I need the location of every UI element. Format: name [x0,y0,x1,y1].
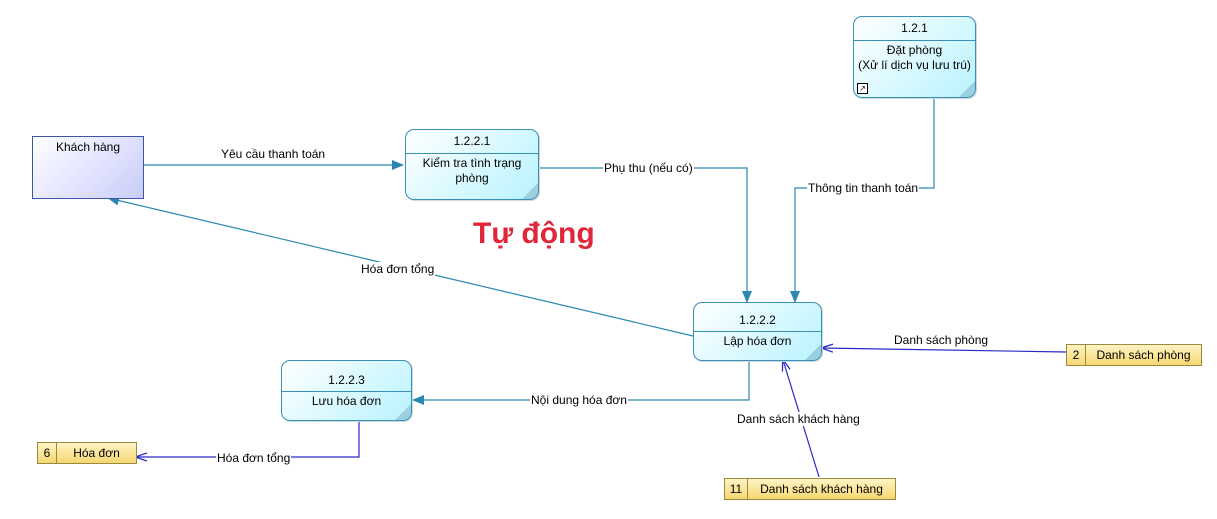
process-id: 1.2.2.2 [694,303,821,332]
data-store-hoa-don[interactable]: 6 Hóa đơn [37,442,137,464]
process-id: 1.2.2.1 [406,130,538,154]
process-corner [805,344,821,360]
flow-label-hoa-don-tong-1: Hóa đơn tổng [360,262,436,276]
flow-label-yeu-cau-thanh-toan: Yêu cầu thanh toán [220,147,327,161]
shortcut-icon: ↗ [857,83,868,94]
data-store-danh-sach-khach-hang[interactable]: 11 Danh sách khách hàng [724,478,896,500]
process-corner [522,183,538,199]
process-id: 1.2.1 [854,17,975,41]
process-id: 1.2.2.3 [282,361,411,392]
data-store-number: 11 [725,479,748,499]
diagram-title: Tự động [473,217,595,250]
external-entity-label: Khách hàng [55,140,121,154]
process-corner [395,404,411,420]
external-entity-khach-hang[interactable]: Khách hàng [32,136,144,199]
process-1-2-2-2[interactable]: 1.2.2.2 Lập hóa đơn [693,302,822,361]
data-store-danh-sach-phong[interactable]: 2 Danh sách phòng [1066,344,1202,366]
data-store-name: Hóa đơn [73,446,120,460]
process-name: Lập hóa đơn [723,334,792,348]
process-name: Đặt phòng (Xử lí dịch vụ lưu trú) [858,43,971,72]
flow-label-thong-tin-thanh-toan: Thông tin thanh toán [807,181,920,195]
process-1-2-2-1[interactable]: 1.2.2.1 Kiểm tra tình trạng phòng [405,129,539,200]
flow-label-danh-sach-phong: Danh sách phòng [893,333,990,347]
flow-label-danh-sach-khach-hang: Danh sách khách hàng [736,412,861,426]
data-store-number: 6 [38,443,57,463]
flow-hoa-don-tong-2 [136,420,360,457]
process-name: Kiểm tra tình trạng phòng [422,156,522,185]
flow-label-phu-thu: Phụ thu (nếu có) [603,161,694,175]
flow-danh-sach-phong [822,348,1067,352]
flow-label-noi-dung-hoa-don: Nội dung hóa đơn [530,393,628,407]
flow-thong-tin-thanh-toan [790,97,935,303]
data-store-number: 2 [1067,345,1086,365]
process-name: Lưu hóa đơn [311,394,382,408]
process-corner [959,81,975,97]
process-1-2-1[interactable]: 1.2.1 Đặt phòng (Xử lí dịch vụ lưu trú) … [853,16,976,98]
flow-label-hoa-don-tong-2: Hóa đơn tổng [216,451,292,465]
flow-noi-dung-hoa-don [412,360,750,405]
process-1-2-2-3[interactable]: 1.2.2.3 Lưu hóa đơn [281,360,412,421]
data-store-name: Danh sách phòng [1096,348,1191,362]
data-store-name: Danh sách khách hàng [760,482,883,496]
